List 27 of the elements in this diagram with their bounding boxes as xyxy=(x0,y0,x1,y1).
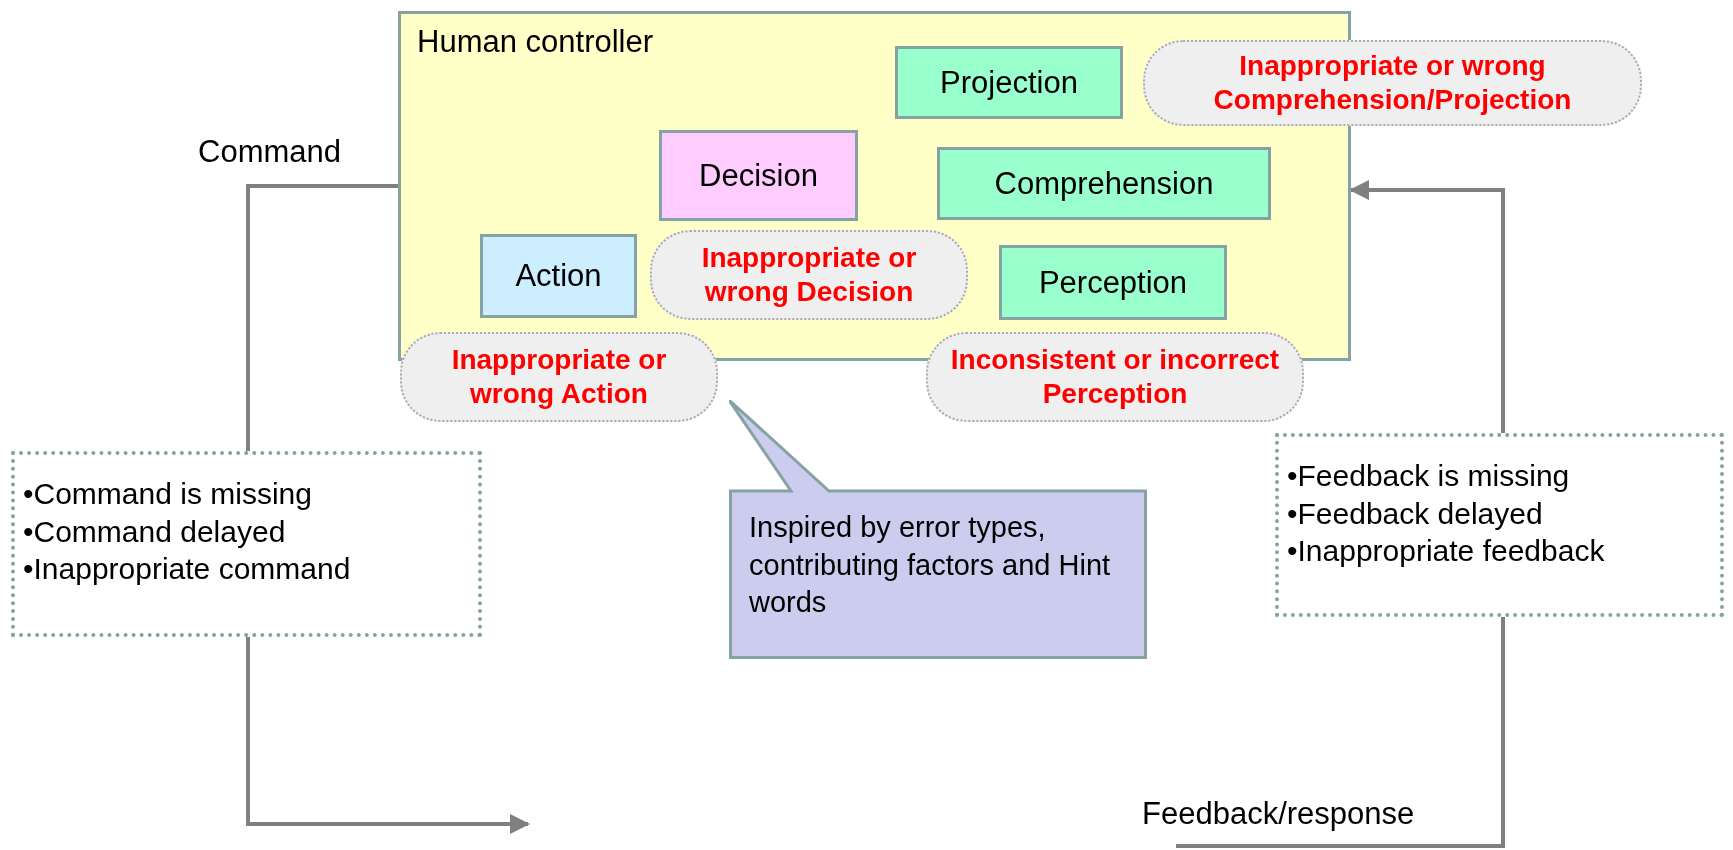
connector-arrow xyxy=(1349,180,1505,433)
connector-arrow xyxy=(246,637,530,834)
error-label: Inappropriate or wrong Comprehension/Projection xyxy=(1212,49,1573,117)
error-label: Inconsistent or incorrect Perception xyxy=(949,343,1281,411)
process-box xyxy=(480,234,637,318)
note-box xyxy=(1275,433,1724,617)
process-box xyxy=(999,245,1227,320)
process-box xyxy=(659,130,858,221)
list-item: •Command is missing xyxy=(23,476,313,512)
box-label: Comprehension xyxy=(994,165,1214,202)
panel-title: Human controller xyxy=(417,24,654,60)
error-label: Inappropriate or wrong Decision xyxy=(700,241,918,309)
note-box xyxy=(11,451,482,637)
box-label: Action xyxy=(515,258,602,294)
list-item: •Inappropriate feedback xyxy=(1287,533,1606,569)
list-item: •Feedback delayed xyxy=(1287,495,1544,532)
list-item: •Command delayed xyxy=(23,513,287,550)
error-label: Inappropriate or wrong Action xyxy=(450,343,668,411)
list-item: •Inappropriate command xyxy=(23,551,352,587)
callout-text: Inspired by error types, contributing factors and Hint words xyxy=(749,510,1112,621)
process-box xyxy=(895,46,1123,119)
box-label: Projection xyxy=(940,64,1078,101)
box-label: Decision xyxy=(699,157,818,194)
process-box xyxy=(937,147,1271,220)
list-item: •Feedback is missing xyxy=(1287,458,1571,494)
box-label: Perception xyxy=(1038,264,1188,301)
error-bubble xyxy=(400,332,718,422)
